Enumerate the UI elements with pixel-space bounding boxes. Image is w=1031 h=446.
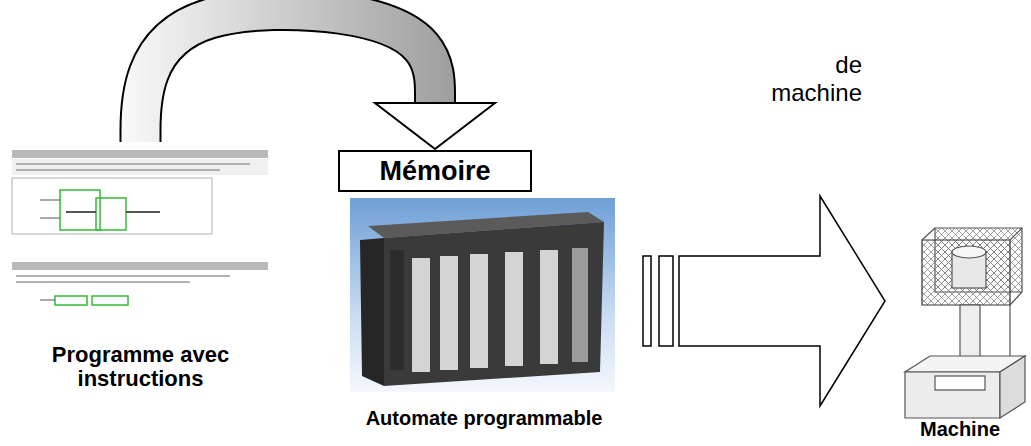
machine-drawing — [960, 305, 980, 357]
box-label: Mémoire — [379, 156, 490, 186]
machine-figure: Machine — [893, 212, 1027, 443]
machine-drawing — [922, 228, 935, 240]
figure-caption: Automate programmable — [366, 407, 603, 429]
plc-figure: Automate programmable — [345, 196, 623, 432]
program-screenshot — [92, 296, 128, 305]
program-screenshot — [66, 211, 96, 213]
program-screenshot — [96, 198, 126, 230]
plc-picture — [572, 248, 588, 362]
program-figure: Programme avec instructions — [5, 140, 276, 395]
machine-drawing — [952, 246, 986, 258]
curved-arrow — [141, 10, 436, 142]
machine-drawing — [1010, 228, 1022, 240]
machine-drawing — [1000, 356, 1025, 418]
plc-picture — [440, 256, 458, 370]
program-screenshot — [126, 211, 160, 213]
memory-box: Mémoire — [338, 150, 532, 192]
plc-picture — [360, 238, 384, 386]
arrow-head — [375, 103, 495, 149]
curved-arrow — [141, 10, 436, 142]
machine-drawing — [905, 228, 1025, 418]
plc-picture — [350, 198, 615, 392]
machine-drawing — [1010, 292, 1022, 305]
plc-picture — [412, 258, 430, 372]
program-screenshot — [12, 178, 212, 234]
program-screenshot — [60, 190, 100, 230]
plc-picture — [384, 222, 604, 386]
plc-picture — [540, 250, 558, 364]
figure-caption: Machine — [920, 418, 1000, 440]
block-arrow — [679, 196, 885, 406]
program-screenshot — [12, 262, 268, 270]
curved-arrow — [141, 10, 496, 149]
program-screenshot — [40, 200, 60, 201]
arrow-bar — [659, 256, 673, 346]
arrow-label: de machine — [747, 51, 865, 106]
plc-picture — [390, 250, 404, 370]
plc-picture — [470, 254, 488, 368]
block-arrow — [643, 196, 885, 406]
machine-drawing — [935, 376, 985, 390]
arrow-bar — [643, 256, 651, 346]
plc-picture — [505, 252, 523, 366]
machine-drawing — [905, 372, 1000, 418]
plc-picture — [350, 198, 615, 392]
program-screenshot — [16, 163, 250, 165]
machine-drawing — [922, 240, 1010, 305]
program-screenshot — [16, 169, 220, 171]
program-screenshot — [16, 281, 190, 283]
program-screenshot — [12, 150, 268, 158]
program-screenshot — [40, 300, 55, 301]
program-screenshot — [40, 218, 60, 219]
figure-caption: Programme avec instructions — [5, 343, 276, 392]
program-screenshot — [55, 296, 87, 305]
program-screenshot — [12, 159, 268, 175]
machine-drawing — [1009, 305, 1010, 362]
program-screenshot — [12, 150, 268, 305]
program-screenshot — [16, 275, 230, 277]
